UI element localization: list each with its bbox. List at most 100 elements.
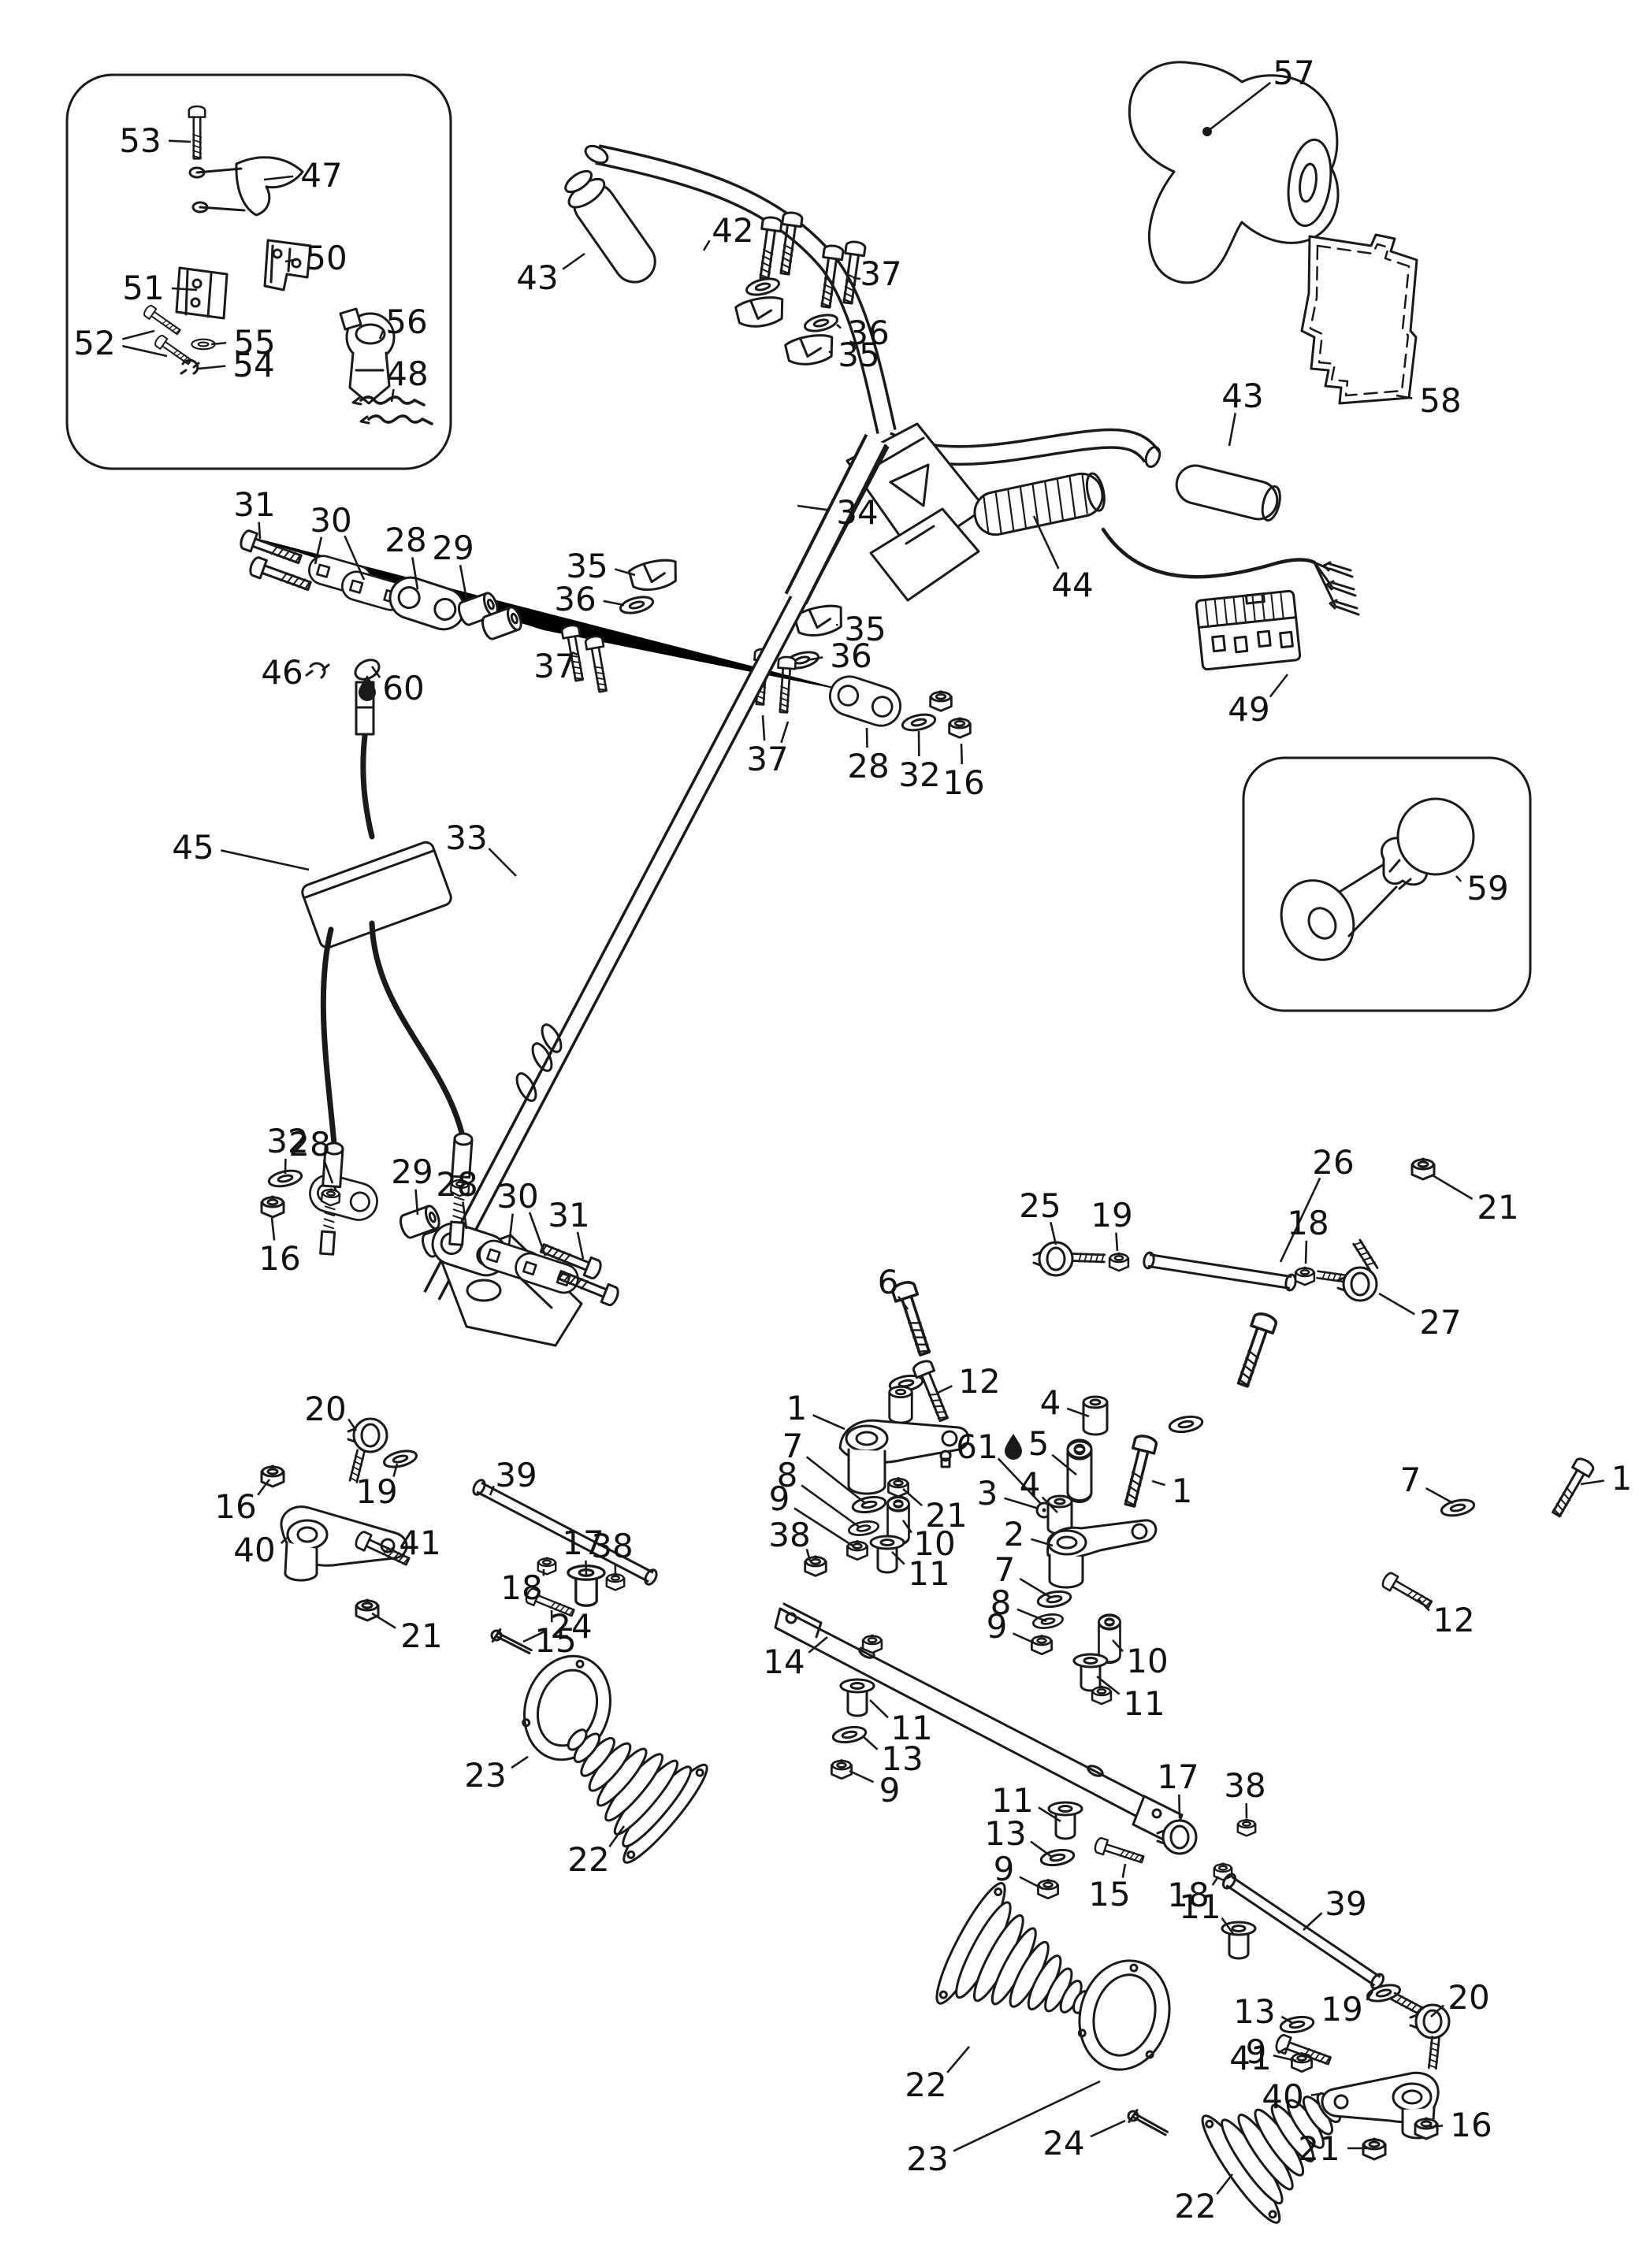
grease-droplet-icon-60 (359, 675, 376, 701)
washer-36a (743, 274, 782, 299)
leader-line-7-55 (805, 1456, 866, 1505)
callout-label-38-58: 38 (768, 1516, 810, 1554)
callout-label-32-35: 32 (898, 755, 940, 794)
callout-label-1-54: 1 (786, 1389, 808, 1427)
leader-line-14-65 (808, 1636, 828, 1654)
bushing-11-B (1047, 1801, 1083, 1840)
grease-droplet-icon-61 (1005, 1434, 1022, 1460)
leader-line-1-54 (812, 1414, 846, 1431)
rod-end-20-right (1409, 2003, 1451, 2040)
callout-label-19-46: 19 (1091, 1196, 1132, 1234)
leader-line-10-74 (1112, 1639, 1124, 1653)
nut-21-left (887, 1476, 909, 1498)
clamp-cap-35c (626, 556, 681, 595)
nut-16-arm-right (1414, 2117, 1439, 2140)
callout-label-20-89: 20 (304, 1390, 346, 1428)
callout-label-19-108: 19 (1321, 1990, 1362, 2029)
leader-line-29-23 (459, 565, 468, 599)
washer-8-right (1031, 1611, 1065, 1631)
callout-label-10-74: 10 (1126, 1642, 1168, 1680)
right-arm-cluster (1031, 1309, 1596, 1692)
leader-line-9-84 (1273, 2055, 1297, 2062)
leader-line-17-87 (1178, 1794, 1181, 1819)
leader-line-13-80 (1030, 1840, 1054, 1859)
inset1-parts (141, 105, 433, 425)
leader-line-39-91 (489, 1485, 495, 1496)
callout-label-28-34: 28 (847, 747, 889, 785)
leader-line-35-28 (614, 568, 636, 577)
cotter-pin-24-center (1125, 2107, 1172, 2136)
callout-label-13-77: 13 (881, 1739, 923, 1778)
nut-21-pillar (1410, 1157, 1436, 1181)
callout-label-42-9: 42 (712, 211, 753, 250)
leader-line-42-9 (702, 239, 711, 251)
boot-cluster-left (489, 1627, 708, 1864)
brake-lever-inset-box (65, 73, 452, 470)
clip-46 (305, 662, 330, 679)
pitman-arm-2 (1046, 1519, 1158, 1589)
screw-52b (152, 333, 195, 368)
cable-end-fitting (354, 659, 381, 681)
leader-line-4-66 (1066, 1407, 1090, 1418)
leader-line-15-85 (1121, 1863, 1127, 1878)
leader-line-43-17 (1228, 412, 1237, 447)
callout-label-37-11: 37 (860, 254, 901, 293)
leader-line-60-25 (370, 666, 381, 678)
retainer-ring-23-center (1077, 1959, 1171, 2071)
leader-line-43-10 (562, 252, 585, 270)
leader-line-52-4 (122, 344, 168, 358)
bushing-11-right (1072, 1653, 1109, 1692)
leader-line-11-75 (1096, 1675, 1121, 1695)
leader-line-45-26 (221, 849, 310, 871)
throttle-lever-47 (188, 156, 304, 217)
callout-label-52-4: 52 (73, 324, 115, 362)
rod-end-25 (1032, 1241, 1074, 1277)
callout-label-37-33: 37 (746, 740, 788, 778)
callout-label-53-0: 53 (119, 121, 161, 160)
cable-junction-45 (301, 841, 452, 949)
leader-line-40-111 (1310, 2092, 1321, 2096)
callout-label-49-19: 49 (1228, 690, 1269, 729)
leader-line-56-7 (378, 331, 384, 340)
callout-label-16-112: 16 (1450, 2106, 1492, 2144)
callout-label-13-83: 13 (1233, 1992, 1275, 2031)
callout-label-36-12: 36 (847, 314, 889, 352)
boot-22-right (1201, 2090, 1347, 2224)
callout-label-1-53: 1 (1611, 1459, 1633, 1498)
callout-label-36-29: 36 (554, 580, 596, 618)
bolt-1-edge (1547, 1455, 1596, 1520)
leader-line-12-52 (1418, 1598, 1430, 1612)
leader-line-10-61 (901, 1520, 912, 1534)
leader-line-59-114 (1455, 875, 1462, 882)
callout-label-37-30: 37 (533, 647, 575, 685)
callout-label-51-3: 51 (122, 269, 164, 307)
pitman-arm-1 (838, 1419, 970, 1495)
leader-line-9-81 (1019, 1876, 1044, 1891)
steering-column-33 (423, 433, 890, 1347)
callout-label-11-82: 11 (1179, 1888, 1221, 1926)
leader-line-36-29 (603, 599, 625, 607)
callout-label-26-47: 26 (1312, 1143, 1354, 1182)
leader-line-16-36 (960, 743, 964, 765)
rack-nut-center-11 (1091, 1685, 1113, 1706)
callout-label-16-39: 16 (258, 1239, 300, 1278)
leader-line-3-64 (1004, 1497, 1039, 1510)
bolt-37a (753, 215, 784, 281)
callout-label-23-104: 23 (906, 2140, 948, 2178)
washer-13-A (831, 1723, 868, 1746)
callout-label-15-85: 15 (1088, 1875, 1130, 1914)
callout-label-11-76: 11 (890, 1709, 932, 1747)
leader-line-35-13 (828, 350, 831, 354)
left-arm-cluster (804, 1278, 1053, 1577)
leader-line-19-90 (392, 1463, 399, 1477)
callout-label-22-106: 22 (1174, 2187, 1216, 2225)
callout-label-8-71: 8 (990, 1583, 1012, 1622)
callout-label-13-80: 13 (984, 1814, 1026, 1853)
callout-label-28-22: 28 (385, 521, 426, 559)
callout-label-6-44: 6 (878, 1263, 899, 1301)
callout-label-56-7: 56 (385, 303, 427, 341)
washer-32-mid (900, 711, 938, 734)
clamp-cap-35a (734, 294, 787, 331)
leader-line-27-50 (1378, 1292, 1415, 1316)
callout-label-11-79: 11 (991, 1781, 1033, 1820)
